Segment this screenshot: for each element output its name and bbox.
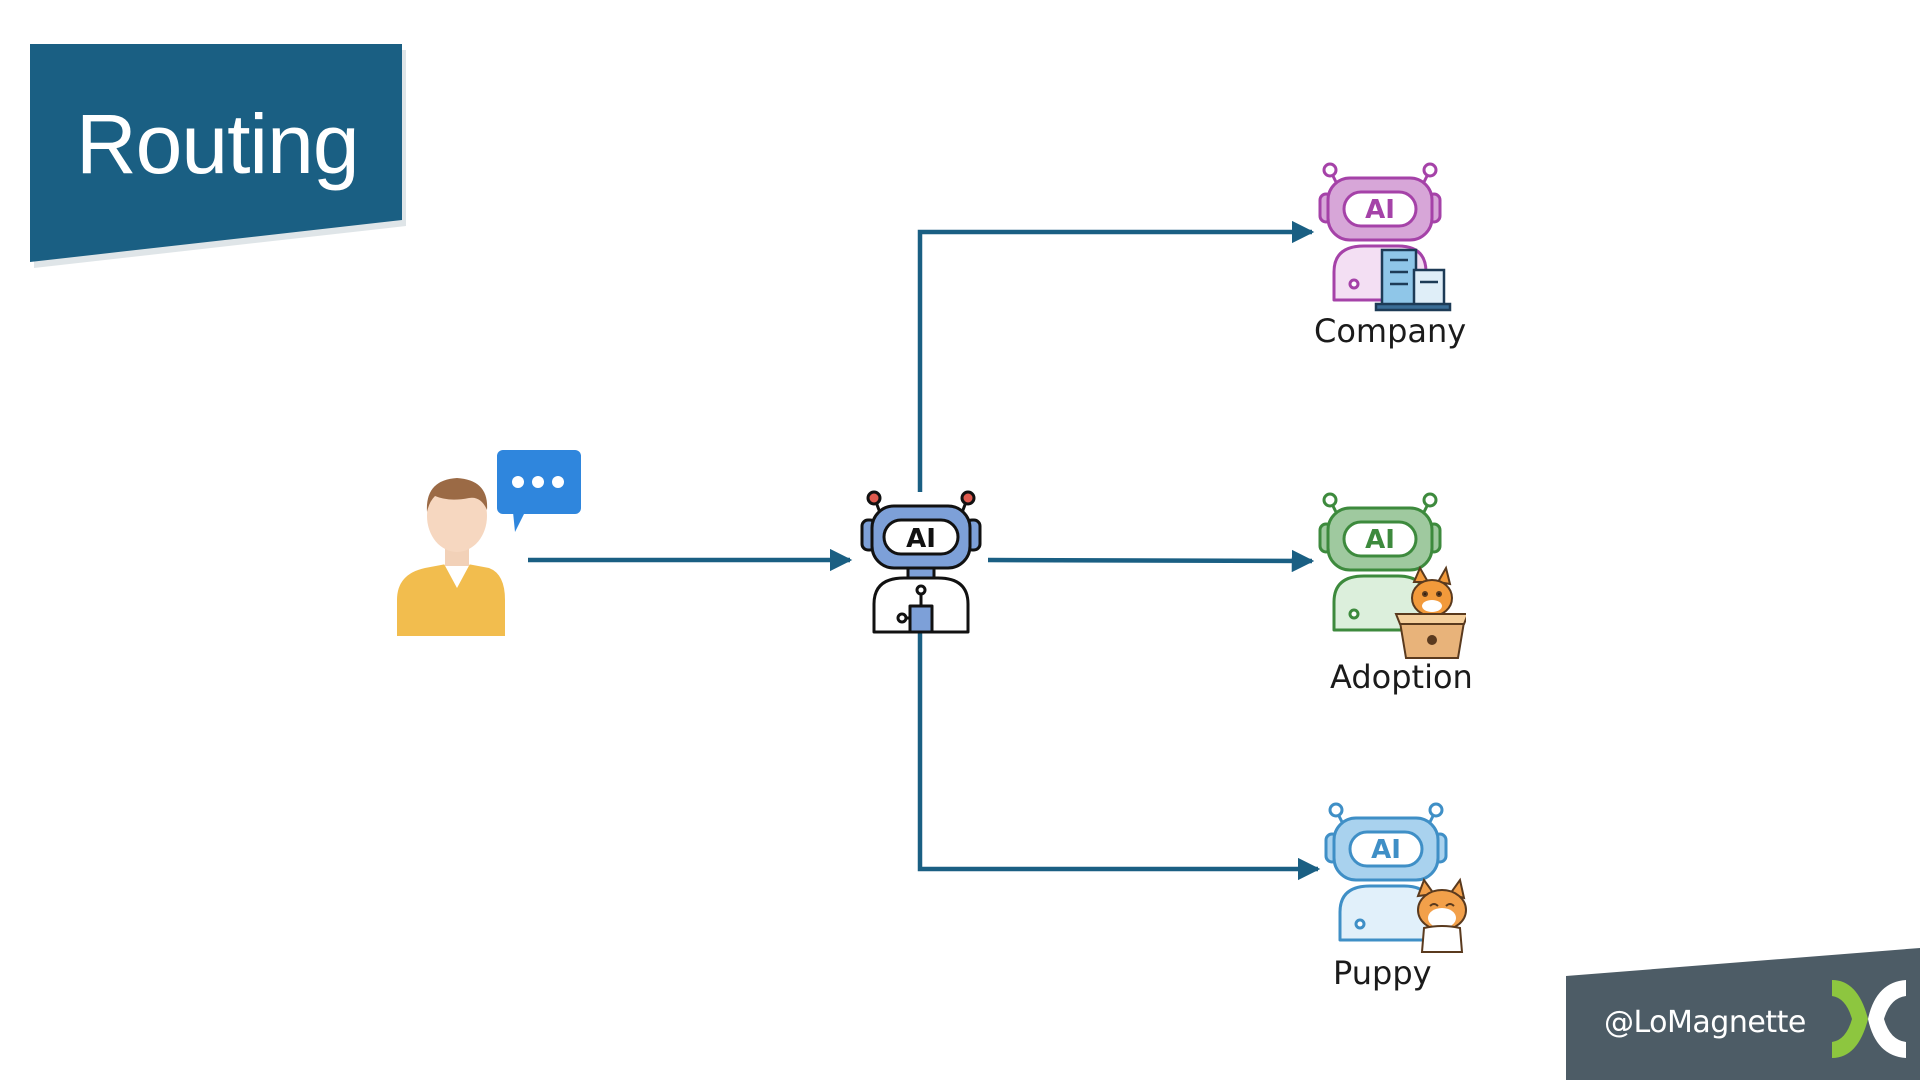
ai-robot-company-icon: AI — [1318, 162, 1452, 312]
arrow-router-to-company — [917, 220, 1315, 492]
adoption-label: Adoption — [1330, 658, 1473, 696]
svg-text:AI: AI — [1365, 525, 1395, 555]
puppy-label: Puppy — [1333, 954, 1432, 992]
company-label: Company — [1314, 312, 1467, 350]
lomagnette-logo-icon — [1832, 980, 1906, 1058]
title-banner — [30, 44, 406, 268]
puppy-icon — [1416, 877, 1467, 953]
svg-text:AI: AI — [1371, 835, 1401, 865]
ai-robot-adoption-icon: AI — [1318, 492, 1466, 659]
ai-robot-router-icon: AI — [860, 490, 982, 634]
user-with-speech-bubble-icon — [397, 450, 581, 636]
arrow-router-to-puppy — [917, 628, 1321, 881]
svg-text:AI: AI — [1365, 195, 1395, 225]
ai-robot-puppy-icon: AI — [1324, 802, 1467, 953]
author-handle: @LoMagnette — [1604, 1005, 1806, 1040]
slide-title: Routing — [76, 97, 360, 191]
router-ai-badge: AI — [906, 524, 936, 554]
footer-badge — [1566, 948, 1920, 1080]
arrow-router-to-adoption — [987, 549, 1315, 573]
building-icon — [1374, 248, 1452, 312]
cat-in-box-icon — [1394, 565, 1466, 659]
